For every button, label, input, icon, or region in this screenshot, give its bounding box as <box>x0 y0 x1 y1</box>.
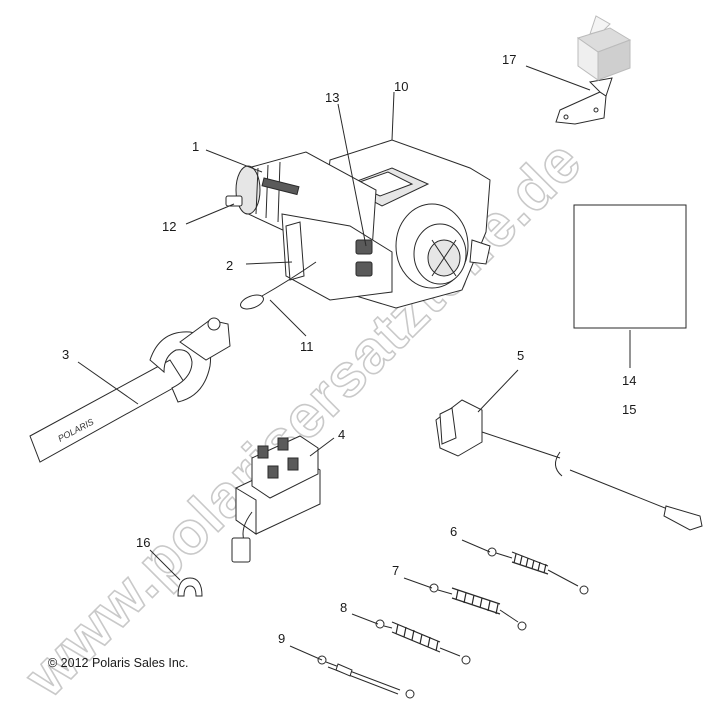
remote-switch-5 <box>435 399 703 531</box>
callout-labels: 1 2 3 4 5 6 7 8 9 10 11 12 13 14 15 16 1… <box>62 52 636 646</box>
callout-16: 16 <box>136 535 150 550</box>
callout-15: 15 <box>622 402 636 417</box>
callout-14: 14 <box>622 373 636 388</box>
callout-7: 7 <box>392 563 399 578</box>
callout-5: 5 <box>517 348 524 363</box>
winch-assembly <box>225 139 491 310</box>
callout-3: 3 <box>62 347 69 362</box>
hook-strap-3: POLARIS <box>29 317 231 463</box>
callout-9: 9 <box>278 631 285 646</box>
cable-9 <box>317 655 415 699</box>
package-icon <box>576 15 632 81</box>
callout-2: 2 <box>226 258 233 273</box>
leader-lines <box>77 65 631 661</box>
cable-7 <box>429 583 527 631</box>
callout-1: 1 <box>192 139 199 154</box>
callout-10: 10 <box>394 79 408 94</box>
callout-12: 12 <box>162 219 176 234</box>
clip-16 <box>177 577 203 597</box>
copyright-text: © 2012 Polaris Sales Inc. <box>48 656 189 670</box>
cable-8 <box>375 619 471 665</box>
callout-8: 8 <box>340 600 347 615</box>
callout-17: 17 <box>502 52 516 67</box>
bracket-17 <box>555 77 613 125</box>
part-14-box <box>573 204 687 329</box>
cable-6 <box>487 547 589 595</box>
callout-11: 11 <box>300 339 314 354</box>
callout-4: 4 <box>338 427 345 442</box>
callout-13: 13 <box>325 90 339 105</box>
callout-6: 6 <box>450 524 457 539</box>
contactor-4 <box>231 435 321 563</box>
